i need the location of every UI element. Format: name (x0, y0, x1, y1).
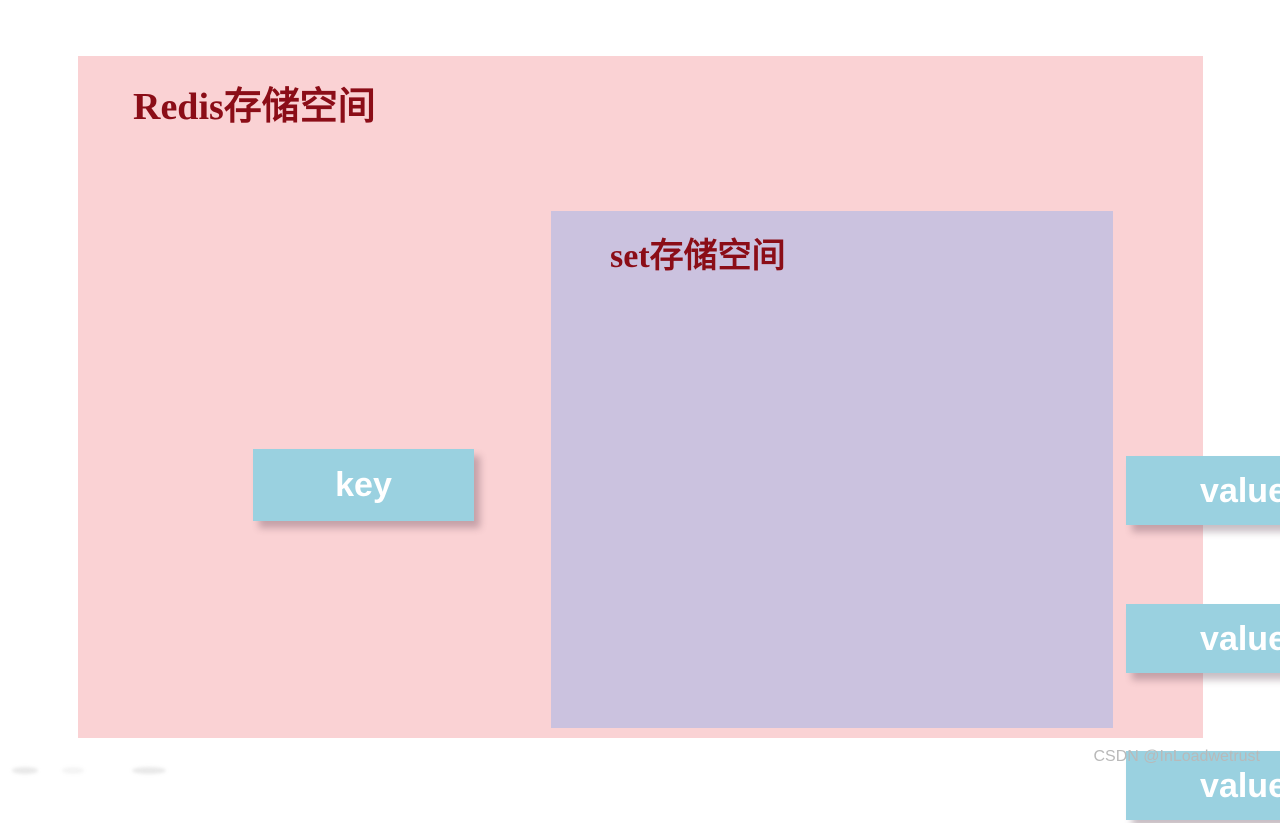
redis-storage-panel: Redis存储空间 key set存储空间 value (nil) value … (78, 56, 1280, 820)
key-box: key (253, 449, 474, 521)
redis-storage-title: Redis存储空间 (133, 86, 376, 128)
edge-artifact (132, 767, 166, 774)
key-box-label: key (335, 466, 392, 504)
set-storage-panel: set存储空间 value (nil) value (nil) value (n… (551, 211, 1280, 820)
set-storage-title: set存储空间 (610, 238, 786, 275)
csdn-watermark: CSDN @InLoadwetrust (1093, 748, 1260, 765)
value-box: value (1126, 604, 1280, 673)
edge-artifact (12, 767, 38, 774)
value-box: value (1126, 456, 1280, 525)
value-box-label: value (1200, 471, 1280, 510)
value-box-label: value (1200, 619, 1280, 658)
edge-artifact (62, 767, 84, 774)
